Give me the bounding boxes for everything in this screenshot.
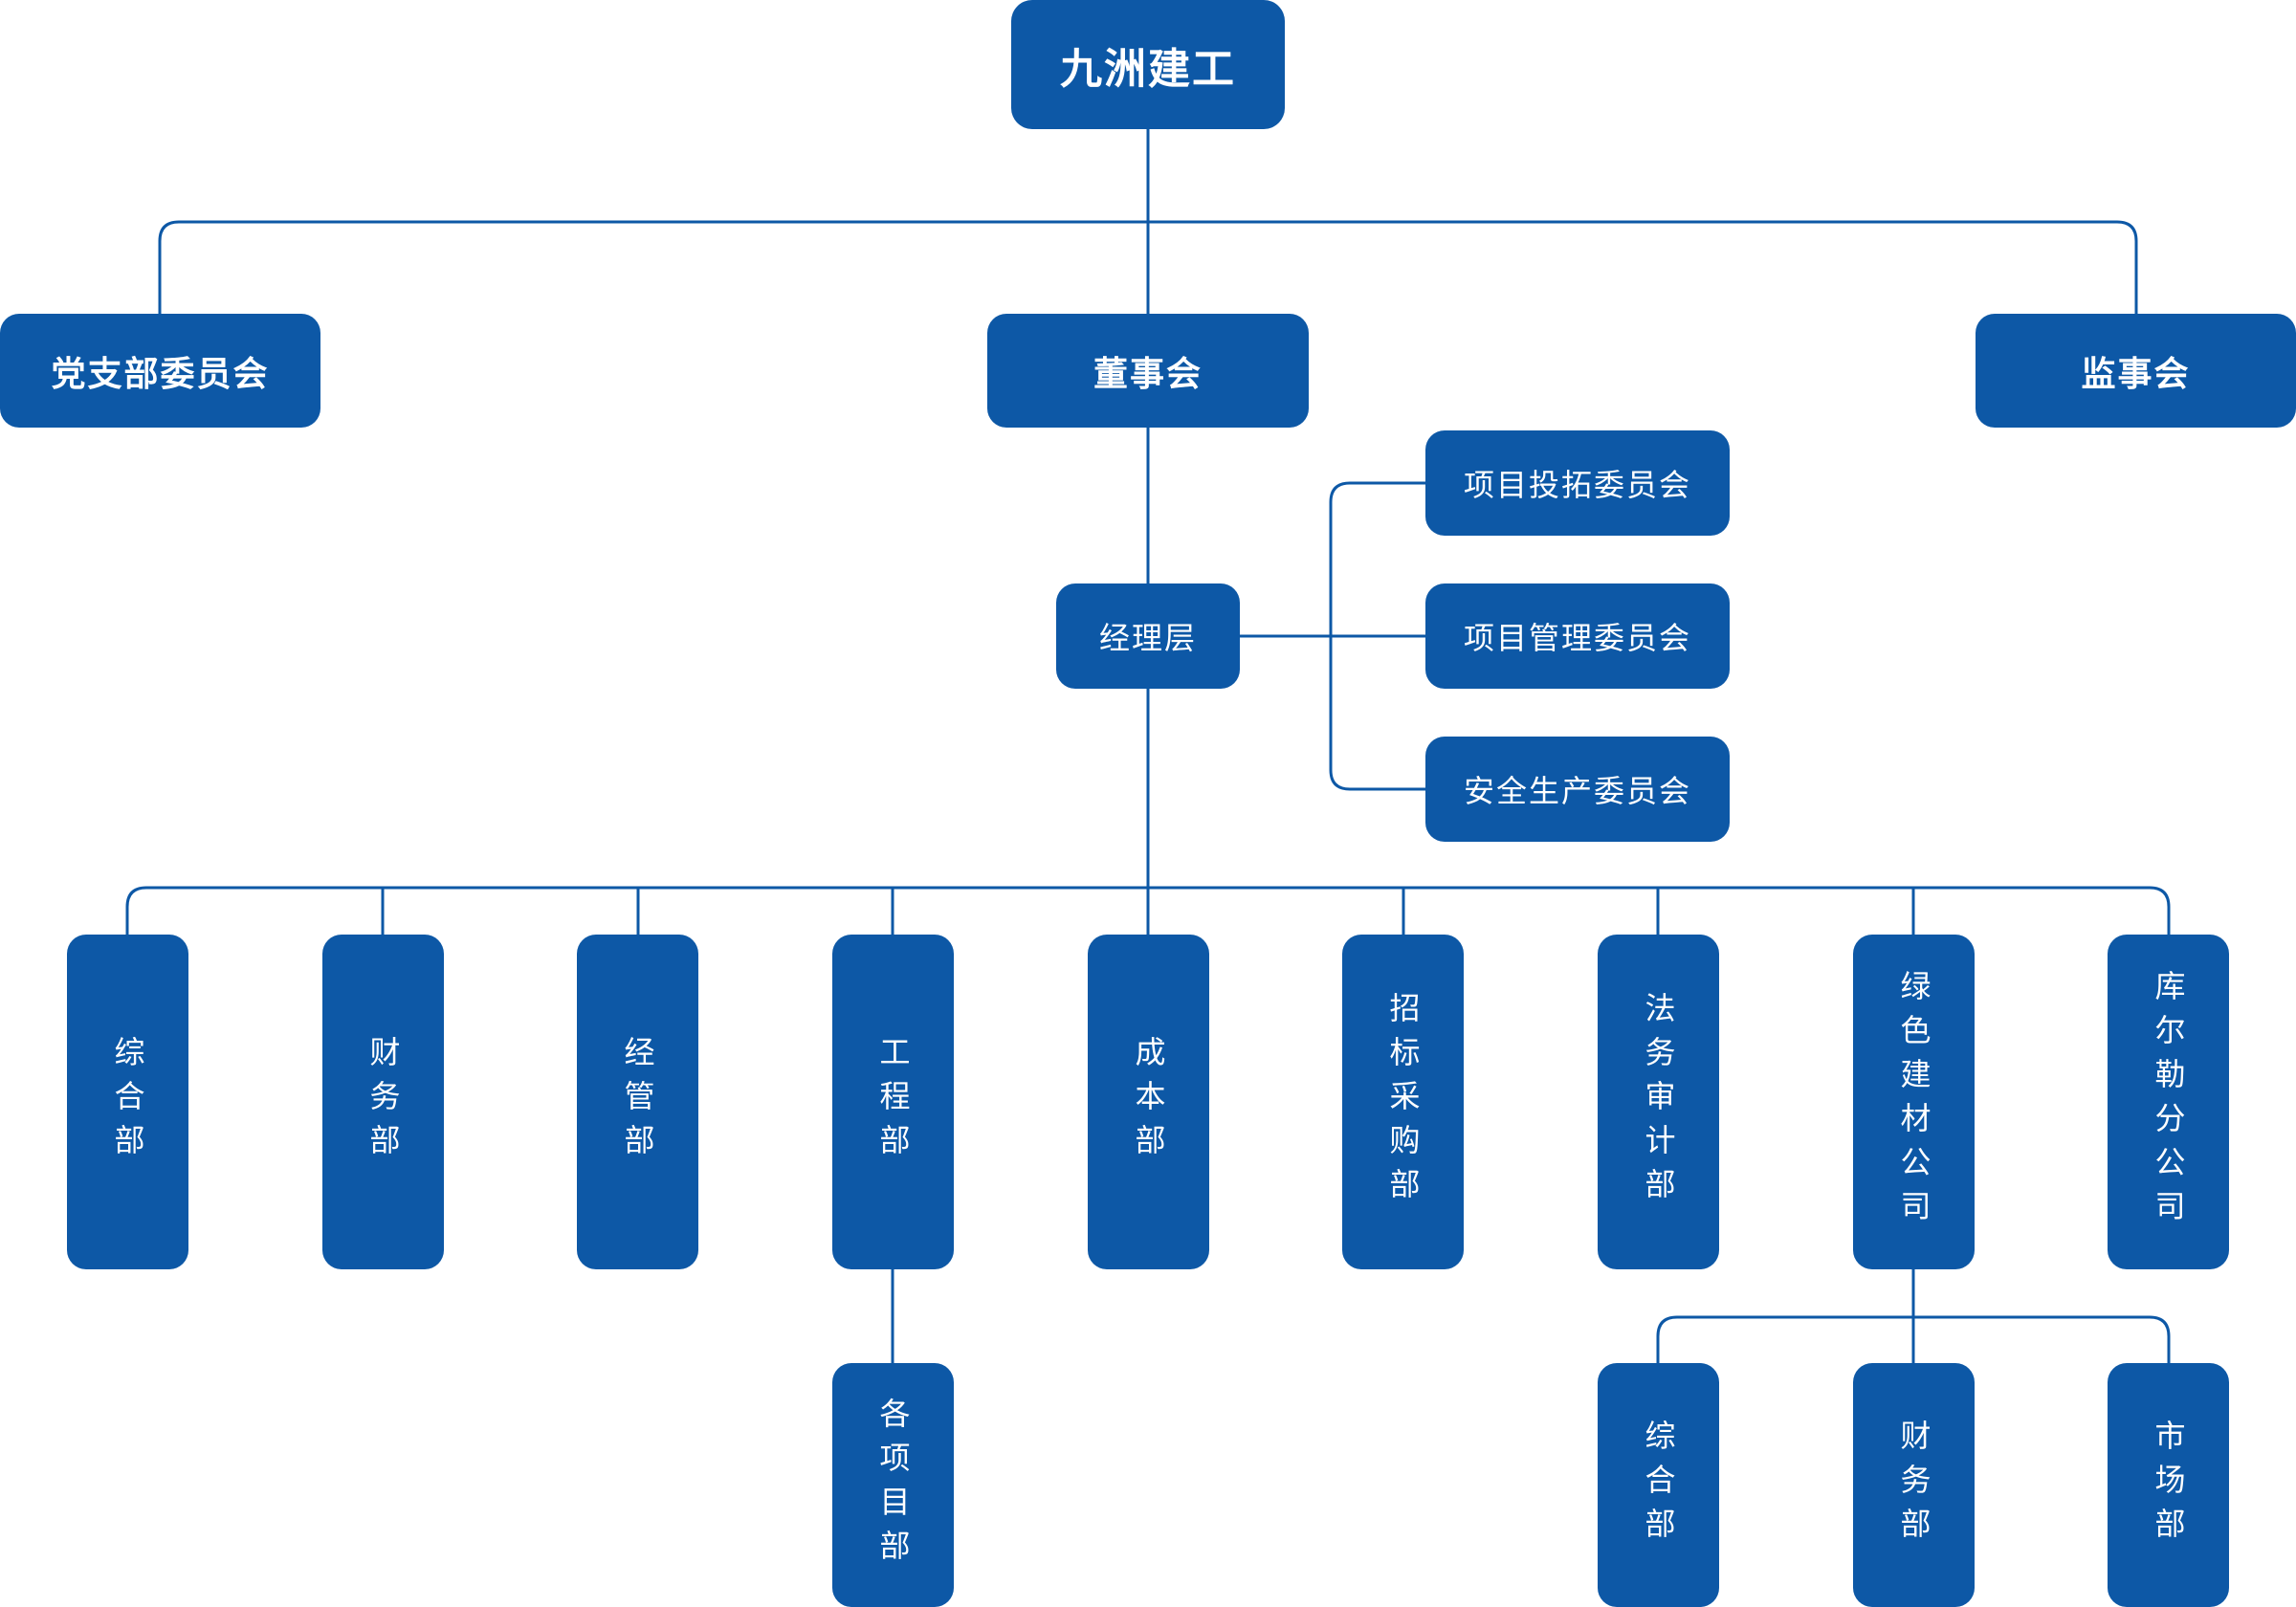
root-node: 九洲建工 — [1011, 0, 1285, 129]
dept-korla-branch-node: 库尔勒分公司 — [2108, 935, 2229, 1269]
committee-project-management-node: 项目管理委员会 — [1425, 583, 1730, 689]
dept-cost-label: 成本部 — [1130, 1036, 1167, 1168]
root-label: 九洲建工 — [1060, 44, 1236, 94]
green-sub-finance-node: 财务部 — [1853, 1363, 1975, 1607]
dept-business-management-node: 经管部 — [577, 935, 698, 1269]
green-sub-general-node: 综合部 — [1598, 1363, 1719, 1607]
supervisory-board-label: 监事会 — [2081, 354, 2191, 394]
committee-safety-label: 安全生产委员会 — [1463, 773, 1691, 809]
dept-cost-node: 成本部 — [1088, 935, 1209, 1269]
project-departments-node: 各项目部 — [832, 1363, 954, 1607]
dept-business-management-label: 经管部 — [619, 1036, 656, 1168]
committee-safety-node: 安全生产委员会 — [1425, 737, 1730, 842]
dept-engineering-node: 工程部 — [832, 935, 954, 1269]
connector-level1-branch — [158, 220, 2138, 316]
dept-finance-label: 财务部 — [364, 1036, 402, 1168]
dept-finance-node: 财务部 — [322, 935, 444, 1269]
committee-project-management-label: 项目管理委员会 — [1463, 620, 1691, 656]
connector-committees-bracket — [1329, 481, 1427, 791]
management-label: 经理层 — [1098, 620, 1197, 656]
green-sub-market-node: 市场部 — [2108, 1363, 2229, 1607]
committee-investment-label: 项目投拓委员会 — [1463, 467, 1691, 503]
dept-engineering-label: 工程部 — [874, 1036, 912, 1168]
dept-procurement-node: 招标采购部 — [1342, 935, 1464, 1269]
dept-green-building-label: 绿色建材公司 — [1895, 970, 1932, 1234]
management-node: 经理层 — [1056, 583, 1240, 689]
dept-green-building-node: 绿色建材公司 — [1853, 935, 1975, 1269]
dept-general-label: 综合部 — [109, 1036, 146, 1168]
party-branch-label: 党支部委员会 — [51, 354, 270, 394]
board-label: 董事会 — [1093, 354, 1203, 394]
green-sub-general-label: 综合部 — [1640, 1419, 1677, 1552]
supervisory-board-node: 监事会 — [1976, 314, 2296, 428]
connector-departments-branch — [125, 886, 2171, 936]
party-branch-node: 党支部委员会 — [0, 314, 320, 428]
green-sub-market-label: 市场部 — [2150, 1419, 2187, 1552]
dept-legal-audit-label: 法务审计部 — [1640, 992, 1677, 1212]
board-node: 董事会 — [987, 314, 1309, 428]
committee-investment-node: 项目投拓委员会 — [1425, 430, 1730, 536]
project-departments-label: 各项目部 — [874, 1397, 912, 1574]
connector-green-sub-branch — [1656, 1315, 2171, 1365]
dept-procurement-label: 招标采购部 — [1384, 992, 1422, 1212]
dept-korla-branch-label: 库尔勒分公司 — [2150, 970, 2187, 1234]
dept-general-node: 综合部 — [67, 935, 188, 1269]
dept-legal-audit-node: 法务审计部 — [1598, 935, 1719, 1269]
green-sub-finance-label: 财务部 — [1895, 1419, 1932, 1552]
